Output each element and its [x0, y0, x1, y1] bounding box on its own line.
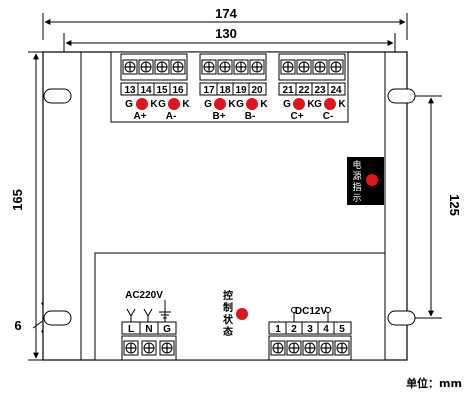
terminal-15: 15: [156, 85, 168, 96]
unit-label: 单位：mm: [406, 376, 462, 390]
g-label: G: [236, 99, 244, 110]
slot-dimension-6: [32, 290, 47, 345]
terminal-19: 19: [235, 85, 247, 96]
control-status-char: 制: [223, 301, 233, 314]
dimension-174-label: 174: [215, 6, 237, 21]
channel-a-minus: A-: [166, 111, 177, 122]
control-status-char: 状: [223, 313, 234, 326]
dc-terminal-2: 2: [291, 324, 297, 335]
dc-terminal-4: 4: [323, 324, 329, 335]
k-label: K: [307, 99, 315, 110]
dc-voltage-label: DC12V: [295, 306, 328, 317]
mounting-slot-bottom-right: [387, 310, 416, 326]
power-indicator-char: 示: [352, 194, 361, 204]
power-indicator: 电 源 指 示: [347, 157, 384, 205]
ac-voltage-label: AC220V: [125, 290, 163, 301]
dimension-6-label: 6: [14, 318, 21, 333]
terminal-22: 22: [298, 85, 310, 96]
channel-b-minus: B-: [245, 111, 256, 122]
mounting-slot-bottom-left: [43, 310, 72, 326]
terminal-18: 18: [219, 85, 231, 96]
k-label: K: [228, 99, 236, 110]
terminal-17: 17: [203, 85, 215, 96]
led-b-minus: [246, 98, 258, 110]
terminal-number-row: 13 14 15 16 17 18 19 20 21 22 23 24: [120, 82, 346, 96]
control-status: 控 制 状 态: [223, 289, 248, 338]
led-a-plus: [136, 98, 148, 110]
terminal-16: 16: [172, 85, 184, 96]
mounting-slot-top-right: [387, 88, 416, 104]
led-c-minus: [324, 98, 336, 110]
power-indicator-char: 源: [352, 171, 361, 182]
ac-input: AC220V L N G: [121, 290, 177, 361]
g-label: G: [158, 99, 166, 110]
ac-terminal-l: L: [128, 324, 134, 335]
dimension-125-label: 125: [447, 194, 462, 216]
k-label: K: [260, 99, 268, 110]
l-wire-icon: [126, 308, 136, 322]
terminal-block-13-16: [120, 53, 188, 81]
terminal-21: 21: [282, 85, 294, 96]
led-b-plus: [214, 98, 226, 110]
control-status-char: 控: [223, 289, 233, 302]
terminal-13: 13: [124, 85, 136, 96]
led-a-minus: [168, 98, 180, 110]
channel-b-plus: B+: [212, 111, 225, 122]
terminal-block-17-20: [199, 53, 267, 81]
terminal-block-21-24: [278, 53, 346, 81]
ac-terminal-n: N: [145, 324, 152, 335]
g-label: G: [314, 99, 322, 110]
dc-terminal-5: 5: [339, 324, 345, 335]
terminal-23: 23: [314, 85, 326, 96]
terminal-20: 20: [251, 85, 263, 96]
led-c-plus: [293, 98, 305, 110]
k-label: K: [338, 99, 346, 110]
dimension-130-label: 130: [215, 26, 237, 41]
control-status-char: 态: [223, 325, 233, 338]
dc-terminal-1: 1: [275, 324, 281, 335]
dimension-165-label: 165: [10, 189, 25, 211]
ac-terminal-g: G: [163, 324, 171, 335]
channel-c-minus: C-: [323, 111, 334, 122]
channel-a-plus: A+: [133, 111, 146, 122]
channel-labels: A+ A- B+ B- C+ C-: [133, 111, 333, 122]
gk-led-row: G K G K G K G K G K G K: [125, 98, 346, 110]
dc-terminals: DC12V 1 2 3 4 5: [268, 306, 352, 361]
g-label: G: [283, 99, 291, 110]
power-indicator-char: 指: [352, 181, 361, 193]
mounting-slot-top-left: [43, 88, 72, 104]
n-wire-icon: [143, 308, 153, 322]
width-dimension-130: [63, 33, 396, 52]
power-indicator-char: 电: [352, 159, 361, 171]
control-status-led: [236, 308, 248, 320]
terminal-14: 14: [140, 85, 152, 96]
k-label: K: [150, 99, 158, 110]
width-dimension-174: [42, 13, 408, 40]
power-led: [366, 174, 378, 186]
g-label: G: [125, 99, 133, 110]
terminal-24: 24: [330, 85, 342, 96]
g-label: G: [204, 99, 212, 110]
k-label: K: [182, 99, 190, 110]
channel-c-plus: C+: [290, 111, 303, 122]
ground-icon: [159, 300, 171, 322]
dc-terminal-3: 3: [307, 324, 313, 335]
